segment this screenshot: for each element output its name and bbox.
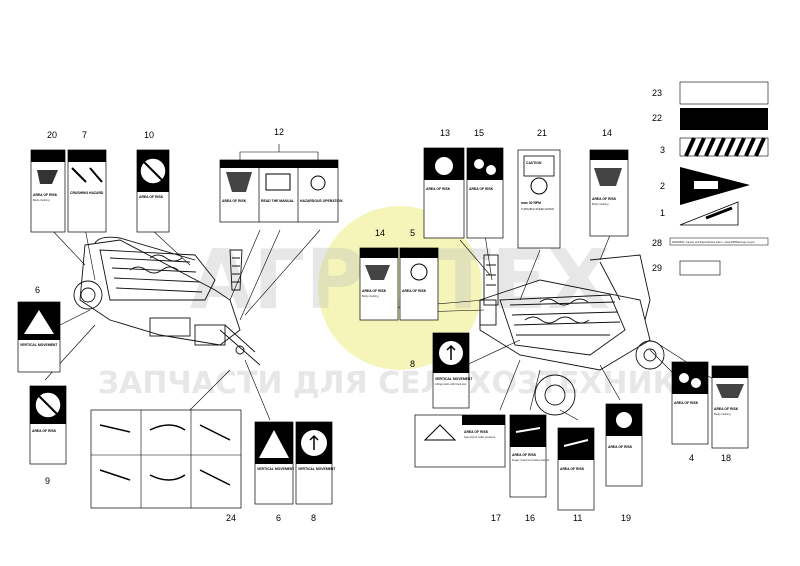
svg-text:VERTICAL MOVEMENT: VERTICAL MOVEMENT <box>298 467 336 471</box>
svg-text:AREA OF RISK: AREA OF RISK <box>33 193 58 197</box>
decal-13: AREA OF RISK <box>423 147 465 239</box>
svg-text:AREA OF RISK: AREA OF RISK <box>402 289 427 293</box>
callouts: 20 7 10 12 13 15 21 14 23 22 3 2 1 28 29… <box>35 88 731 523</box>
left-machine-drawing <box>73 236 261 366</box>
callout-1: 1 <box>660 208 665 218</box>
callout-3: 3 <box>660 145 665 155</box>
callout-14a: 14 <box>602 128 612 138</box>
warning-line: WARNING: Cancer and Reproductive Harm - … <box>672 240 755 244</box>
decal-7: CRUSHING HAZARD <box>67 149 107 233</box>
decal-10: AREA OF RISK <box>136 149 170 233</box>
decal-20: AREA OF RISK Body crushing <box>30 149 66 233</box>
svg-text:Gas and oil under pressure: Gas and oil under pressure <box>464 435 496 439</box>
callout-13: 13 <box>440 128 450 138</box>
callout-20: 20 <box>47 130 57 140</box>
svg-text:Body crushing: Body crushing <box>33 198 50 202</box>
svg-text:max 30 RPM: max 30 RPM <box>521 201 541 205</box>
svg-text:TURNABLE SPEED ENTER: TURNABLE SPEED ENTER <box>521 207 554 211</box>
svg-text:AREA OF RISK: AREA OF RISK <box>139 195 164 199</box>
svg-text:CRUSHING HAZARD: CRUSHING HAZARD <box>70 191 104 195</box>
svg-text:VERTICAL MOVEMENT: VERTICAL MOVEMENT <box>435 377 473 381</box>
svg-text:HAZARDOUS OPERATION: HAZARDOUS OPERATION <box>300 199 343 203</box>
callout-22: 22 <box>652 113 662 123</box>
decal-4: AREA OF RISK <box>671 361 709 445</box>
callout-24: 24 <box>226 513 236 523</box>
decal-21: CAUTION max 30 RPM TURNABLE SPEED ENTER <box>517 149 561 249</box>
decal-12: AREA OF RISK READ THE MANUAL HAZARDOUS O… <box>219 144 343 223</box>
svg-text:READ THE MANUAL: READ THE MANUAL <box>261 199 294 203</box>
svg-text:VERTICAL MOVEMENT: VERTICAL MOVEMENT <box>20 343 58 347</box>
callout-18: 18 <box>721 453 731 463</box>
callout-8a: 8 <box>410 359 415 369</box>
callout-6a: 6 <box>35 285 40 295</box>
swatch-22 <box>680 108 768 130</box>
callout-19: 19 <box>621 513 631 523</box>
callout-29: 29 <box>652 263 662 273</box>
svg-text:AREA OF RISK: AREA OF RISK <box>592 197 617 201</box>
svg-text:AREA OF RISK: AREA OF RISK <box>222 199 247 203</box>
svg-text:AREA OF RISK: AREA OF RISK <box>608 445 633 449</box>
swatch-23 <box>679 81 769 105</box>
callout-21: 21 <box>537 128 547 138</box>
callout-8b: 8 <box>311 513 316 523</box>
callout-28: 28 <box>652 238 662 248</box>
svg-text:AREA OF RISK: AREA OF RISK <box>362 289 387 293</box>
decal-17: AREA OF RISK Gas and oil under pressure <box>414 414 506 468</box>
callout-12: 12 <box>274 127 284 137</box>
right-machine-drawing <box>479 254 665 416</box>
svg-text:AREA OF RISK: AREA OF RISK <box>426 187 451 191</box>
decal-2 <box>680 167 750 205</box>
svg-text:CAUTION: CAUTION <box>526 161 542 165</box>
decal-9: AREA OF RISK <box>29 385 67 465</box>
svg-text:AREA OF RISK: AREA OF RISK <box>714 407 739 411</box>
svg-text:AREA OF RISK: AREA OF RISK <box>469 187 494 191</box>
callout-2: 2 <box>660 181 665 191</box>
warning-strip <box>669 237 769 246</box>
callout-4: 4 <box>689 453 694 463</box>
svg-text:Body crushing: Body crushing <box>362 294 379 298</box>
decal-14-right: AREA OF RISK Body crushing <box>589 149 629 237</box>
decal-6-bottom: VERTICAL MOVEMENT <box>254 421 295 505</box>
callout-16: 16 <box>525 513 535 523</box>
watermark-tagline: ЗАПЧАСТИ ДЛЯ СЕЛЬХОЗТЕХНИКИ <box>98 366 702 401</box>
decal-14-mid: AREA OF RISK Body crushing <box>359 247 399 321</box>
legend-swatches: WARNING: Cancer and Reproductive Harm - … <box>669 81 769 276</box>
svg-text:AREA OF RISK: AREA OF RISK <box>512 453 537 457</box>
decal-11: AREA OF RISK <box>557 427 595 511</box>
callout-7: 7 <box>82 130 87 140</box>
decal-1 <box>679 201 739 226</box>
decal-16: AREA OF RISK Finger / hand cut Cutting h… <box>509 414 550 498</box>
callout-11: 11 <box>573 513 582 523</box>
svg-text:AREA OF RISK: AREA OF RISK <box>674 401 699 405</box>
decal-6-left: VERTICAL MOVEMENT <box>17 301 61 373</box>
callout-23: 23 <box>652 88 662 98</box>
decal-18: AREA OF RISK Body crushing <box>711 365 749 449</box>
decal-15: AREA OF RISK <box>466 147 504 239</box>
decal-8-mid: VERTICAL MOVEMENT Lifting points with ho… <box>432 332 473 409</box>
callout-10: 10 <box>144 130 154 140</box>
svg-text:Lifting points with hook tool: Lifting points with hook tool <box>435 382 467 386</box>
decal-8-bottom: VERTICAL MOVEMENT <box>295 421 336 505</box>
callout-15: 15 <box>474 128 484 138</box>
decal-19: AREA OF RISK <box>605 403 643 487</box>
callout-6b: 6 <box>276 513 281 523</box>
callout-9: 9 <box>45 476 50 486</box>
decal-5: AREA OF RISK <box>399 247 439 321</box>
svg-text:AREA OF RISK: AREA OF RISK <box>32 429 57 433</box>
callout-5: 5 <box>410 228 415 238</box>
svg-text:Body crushing: Body crushing <box>714 412 731 416</box>
svg-text:AREA OF RISK: AREA OF RISK <box>464 430 489 434</box>
svg-text:Body crushing: Body crushing <box>592 202 609 206</box>
decal-29 <box>679 260 721 276</box>
callout-14b: 14 <box>375 228 385 238</box>
svg-text:VERTICAL MOVEMENT: VERTICAL MOVEMENT <box>257 467 295 471</box>
svg-text:AREA OF RISK: AREA OF RISK <box>560 467 585 471</box>
svg-text:Finger / hand cut Cutting haza: Finger / hand cut Cutting hazard <box>512 458 550 462</box>
swatch-3 <box>679 137 769 157</box>
decal-24 <box>90 409 242 509</box>
callout-17: 17 <box>491 513 501 523</box>
